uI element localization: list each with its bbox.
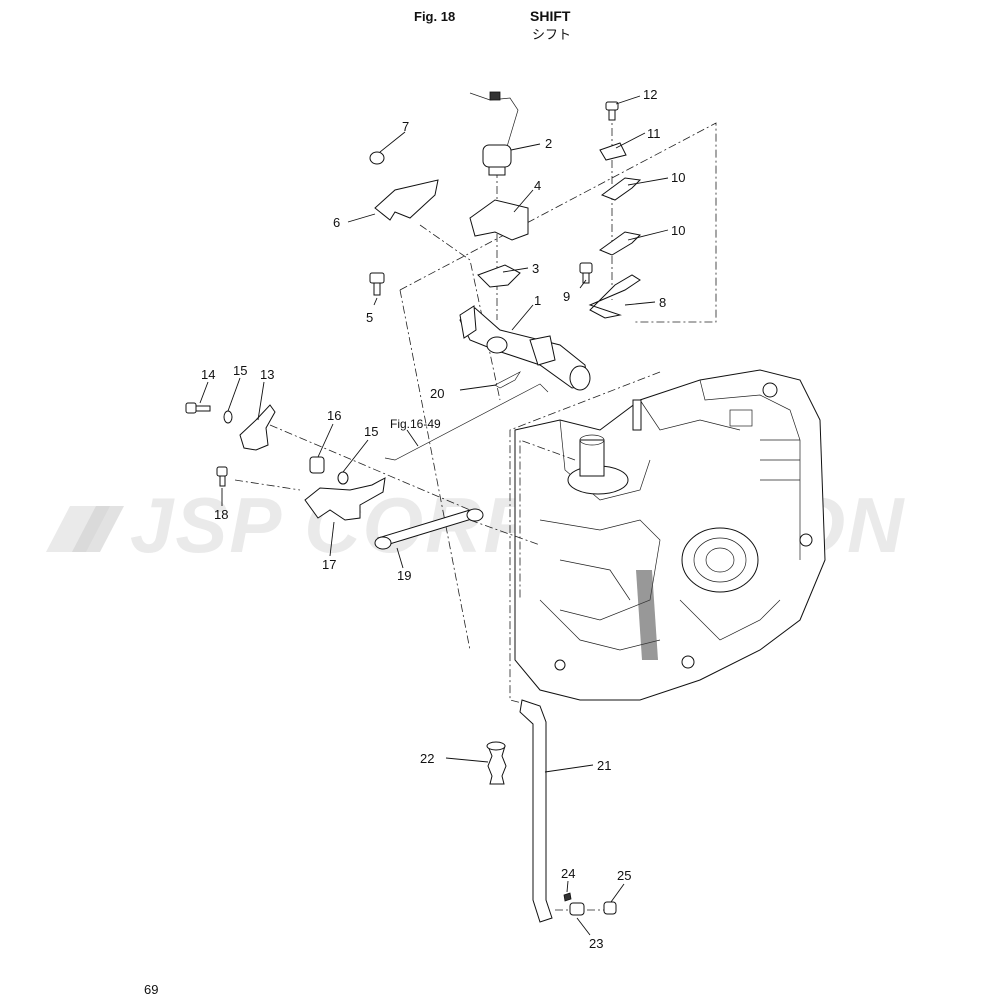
callout-8: 8 — [659, 295, 666, 310]
callout-12: 12 — [643, 87, 657, 102]
part-15-washer-left — [223, 410, 233, 424]
diagram-title-english: SHIFT — [530, 8, 571, 24]
part-18-bolt — [216, 466, 228, 487]
part-1-shift-shaft — [459, 305, 591, 391]
callout-1: 1 — [534, 293, 541, 308]
part-3-collar — [477, 264, 521, 288]
callout-9: 9 — [563, 289, 570, 304]
callout-16: 16 — [327, 408, 341, 423]
part-4-bracket — [469, 199, 529, 241]
callout-20: 20 — [430, 386, 444, 401]
part-15-washer-right — [337, 471, 349, 485]
callout-15-right: 15 — [364, 424, 378, 439]
callout-2: 2 — [545, 136, 552, 151]
callout-7: 7 — [402, 119, 409, 134]
part-24-pin — [563, 892, 572, 902]
part-7-nut — [369, 151, 385, 165]
callout-17: 17 — [322, 557, 336, 572]
figure-number: Fig. 18 — [414, 9, 456, 24]
page-number: 69 — [144, 982, 159, 997]
callout-13: 13 — [260, 367, 274, 382]
callout-10-lower: 10 — [671, 223, 685, 238]
part-23-joint — [569, 902, 585, 916]
callout-21: 21 — [597, 758, 611, 773]
part-6-plate — [374, 179, 439, 221]
callout-25: 25 — [617, 868, 631, 883]
diagram-title-japanese: シフト — [532, 28, 572, 43]
engine-block — [514, 369, 826, 701]
assembly-reference-lines — [234, 112, 717, 911]
callout-11: 11 — [647, 126, 661, 141]
part-10-clip-upper — [600, 177, 642, 201]
part-11-plate — [599, 142, 627, 161]
callout-24: 24 — [561, 866, 575, 881]
part-21-shift-rod — [519, 699, 553, 923]
fig-16-49-linkage — [384, 383, 549, 461]
callout-3: 3 — [532, 261, 539, 276]
callout-19: 19 — [397, 568, 411, 583]
cross-reference-label: Fig.16-49 — [390, 417, 441, 431]
part-10-clip-lower — [598, 231, 642, 256]
callout-labels: 1 2 3 4 5 6 7 8 9 10 10 11 12 13 14 15 1… — [201, 87, 685, 951]
part-20-clip-pin — [494, 371, 521, 389]
callout-22: 22 — [420, 751, 434, 766]
part-12-bolt — [605, 101, 619, 121]
part-25-nut — [603, 901, 617, 915]
callout-6: 6 — [333, 215, 340, 230]
part-8-lever — [588, 274, 641, 319]
part-2-neutral-switch — [469, 91, 519, 176]
part-16-collar — [309, 456, 325, 474]
callout-23: 23 — [589, 936, 603, 951]
part-14-bolt — [185, 402, 211, 414]
part-13-shift-lever — [239, 404, 276, 451]
callout-18: 18 — [214, 507, 228, 522]
callout-5: 5 — [366, 310, 373, 325]
part-19-shift-rod — [374, 508, 484, 550]
callout-14: 14 — [201, 367, 215, 382]
callout-4: 4 — [534, 178, 541, 193]
part-22-grommet — [486, 741, 507, 785]
callout-10-upper: 10 — [671, 170, 685, 185]
part-5-bolt — [369, 272, 385, 296]
part-17-bracket — [304, 477, 386, 521]
callout-15-left: 15 — [233, 363, 247, 378]
leader-lines — [199, 95, 669, 936]
part-9-bolt — [579, 262, 593, 284]
